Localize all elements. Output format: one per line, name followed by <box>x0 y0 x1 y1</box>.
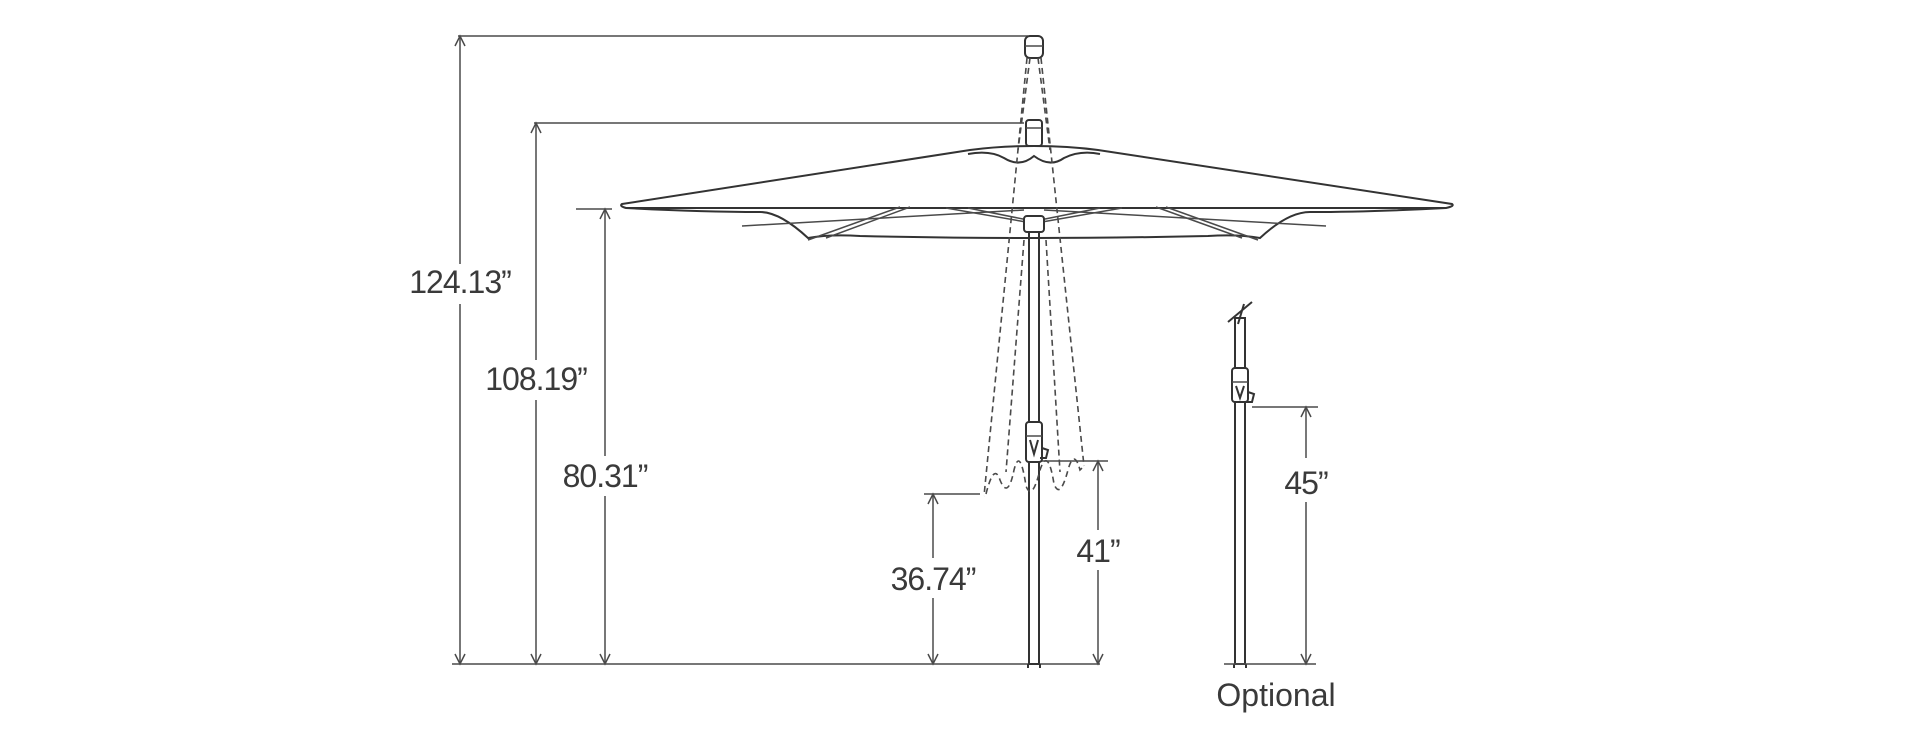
dimension-36: 36.74” <box>891 492 980 666</box>
dimension-label-124: 124.13” <box>409 264 511 300</box>
main-hub <box>1023 215 1045 233</box>
optional-caption: Optional <box>1216 677 1335 713</box>
dimension-80: 80.31” <box>563 207 649 666</box>
main-crank-housing <box>1025 421 1043 463</box>
dimension-label-45: 45” <box>1284 465 1328 501</box>
main-canopy <box>620 144 1454 209</box>
optional-pole <box>1224 301 1256 668</box>
main-umbrella <box>620 35 1454 668</box>
dimension-label-41: 41” <box>1076 533 1120 569</box>
dimension-label-36: 36.74” <box>891 561 976 597</box>
extended-finial <box>1024 35 1044 59</box>
dimension-124: 124.13” <box>409 34 1028 666</box>
dimension-label-80: 80.31” <box>563 458 648 494</box>
main-crank-handle <box>1040 447 1050 459</box>
optional-crank-handle <box>1246 391 1256 403</box>
dimension-label-108: 108.19” <box>485 361 587 397</box>
optional-crank-housing <box>1231 367 1249 403</box>
dimension-45: 45” <box>1252 405 1329 666</box>
dimension-41: 41” <box>1040 459 1121 666</box>
main-finial <box>1025 119 1043 147</box>
dimension-108: 108.19” <box>485 121 1024 666</box>
